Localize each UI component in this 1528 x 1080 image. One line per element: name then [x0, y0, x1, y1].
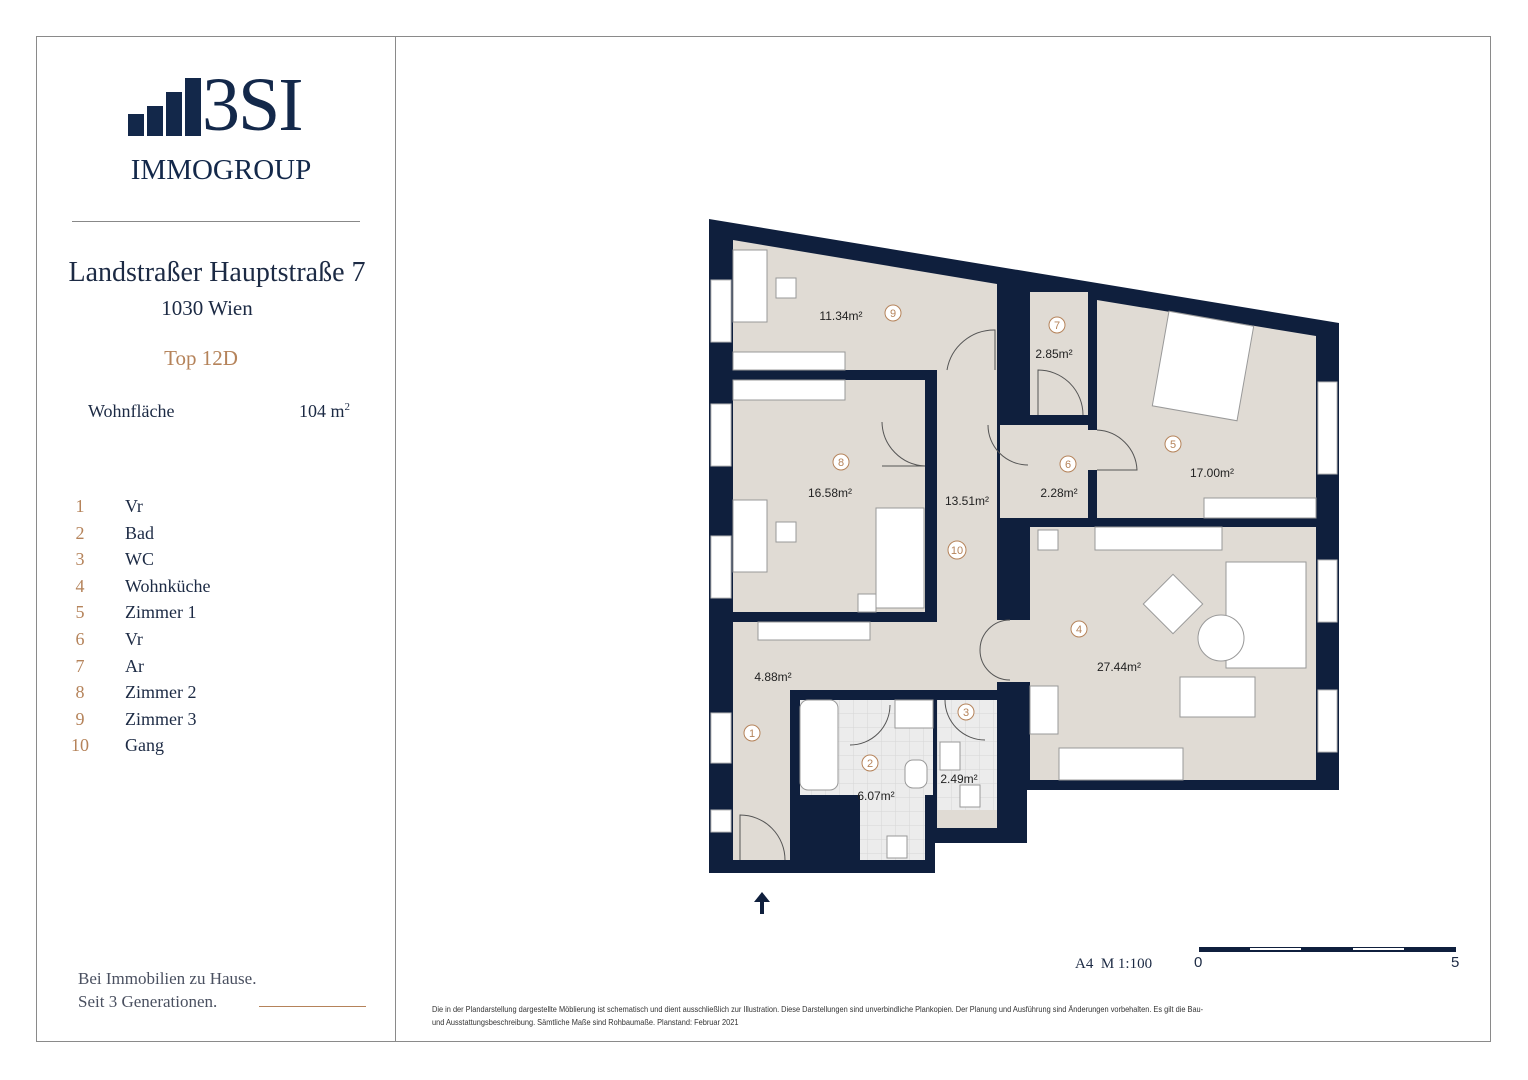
legend-name: Zimmer 2 [125, 682, 197, 703]
legend-number: 7 [75, 655, 85, 676]
logo-subtitle: IMMOGROUP [130, 154, 312, 186]
room-area: 4.88m² [754, 670, 791, 684]
legend-number: 3 [75, 549, 85, 570]
doorway-4 [995, 620, 1035, 682]
room-number: 3 [963, 707, 969, 719]
room-area: 2.28m² [1040, 486, 1077, 500]
legend-number: 5 [75, 602, 85, 623]
room-number: 1 [749, 728, 755, 740]
room-6-floor [1000, 425, 1088, 518]
room-area: 13.51m² [945, 494, 989, 508]
disclaimer: Die in der Plandarstellung dargestellte … [432, 1004, 1204, 1027]
room-area: 16.58m² [808, 486, 852, 500]
header-rule [72, 221, 360, 222]
living-area-value: 104 m2 [299, 401, 350, 422]
scale-start: 0 [1194, 954, 1202, 971]
legend-name: Zimmer 3 [125, 708, 197, 729]
slogan-underline [259, 1006, 366, 1007]
room-number: 8 [838, 457, 844, 469]
windows [710, 279, 1338, 833]
room-number: 7 [1054, 320, 1060, 332]
legend-number: 4 [75, 575, 85, 596]
room-9-floor [733, 240, 997, 370]
room-number: 9 [890, 308, 896, 320]
room-area: 2.85m² [1035, 347, 1072, 361]
panel-divider [395, 36, 396, 1042]
logo-mark: 3SI [202, 63, 304, 147]
legend-name: Bad [125, 522, 154, 543]
legend-name: Wohnküche [125, 575, 211, 596]
room-number: 4 [1076, 624, 1082, 636]
room-number: 2 [867, 758, 873, 770]
room-3-niche [937, 810, 997, 828]
living-area-label: Wohnfläche [88, 401, 175, 421]
slogan: Bei Immobilien zu Hause. Seit 3 Generati… [78, 967, 256, 1013]
legend-name: Vr [125, 496, 143, 516]
furniture [732, 249, 1317, 859]
legend-name: WC [125, 549, 154, 570]
doorway-5 [1085, 430, 1100, 470]
room-area: 27.44m² [1097, 660, 1141, 674]
scale-end: 5 [1451, 954, 1459, 971]
room-number-markers [743, 304, 1182, 772]
scale-label: A4 M 1:100 [1075, 956, 1153, 972]
entrance-arrow-icon [754, 892, 770, 914]
legend-name: Zimmer 1 [125, 602, 197, 623]
property-address: Landstraßer Hauptstraße 7 [68, 257, 366, 288]
legend-number: 8 [75, 682, 85, 703]
room-number: 6 [1065, 459, 1071, 471]
legend-number: 10 [71, 735, 89, 756]
room-number: 10 [951, 545, 963, 557]
legend-number: 6 [75, 628, 85, 649]
living-area-unit-sup: 2 [344, 401, 351, 413]
room-1-10-floor [733, 370, 997, 860]
property-city: 1030 Wien [161, 296, 253, 320]
slogan-line-2: Seit 3 Generationen. [78, 992, 218, 1011]
room-area: 6.07m² [857, 789, 894, 803]
slogan-line-1: Bei Immobilien zu Hause. [78, 969, 257, 988]
legend-number: 1 [75, 496, 85, 516]
room-area: 11.34m² [819, 309, 862, 323]
unit-label: Top 12D [164, 346, 238, 370]
room-area: 17.00m² [1190, 466, 1234, 480]
legend-number: 2 [75, 522, 85, 543]
room-area: 2.49m² [940, 772, 977, 786]
legend-name: Ar [125, 655, 144, 676]
door-swings [739, 329, 1138, 861]
legend-name: Gang [125, 735, 164, 756]
room-number: 5 [1170, 439, 1176, 451]
page-frame [36, 36, 1491, 1042]
scale-bar [1199, 947, 1456, 952]
living-area-number: 104 m [299, 401, 345, 421]
legend-number: 9 [75, 708, 85, 729]
legend-name: Vr [125, 628, 143, 649]
company-logo: 3SI IMMOGROUP [126, 63, 326, 188]
